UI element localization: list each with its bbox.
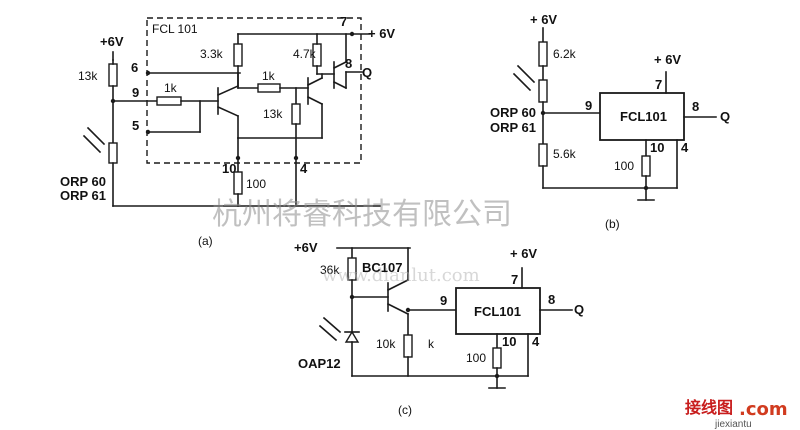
output-q-c: Q (574, 302, 584, 317)
resistor-13k-a-inner (291, 103, 301, 125)
circuit-c: +6V 36k BC107 9 OAP12 10k k FCL101 (294, 240, 584, 417)
pin-10-a: 10 (222, 161, 236, 176)
supply-label-a-left: +6V (100, 34, 124, 49)
sensor-c: OAP12 (298, 356, 341, 371)
supply-label-a-right: + 6V (368, 26, 395, 41)
pin-9-a: 9 (132, 85, 139, 100)
resistor-5-6k-b (538, 143, 548, 167)
ic-label-c: FCL101 (474, 304, 521, 319)
sensor-b-2: ORP 61 (490, 120, 536, 135)
pin-9-b: 9 (585, 98, 592, 113)
label-10k-c: 10k (376, 337, 396, 351)
light-arrow-a2 (82, 134, 102, 154)
ic-fcl101-b (599, 92, 685, 141)
pin-8-a: 8 (345, 56, 352, 71)
label-3-3k-a: 3.3k (200, 47, 224, 61)
supply-label-b-top: + 6V (530, 12, 557, 27)
phototransistor-b (538, 79, 548, 103)
label-1k-a-mid: 1k (262, 69, 276, 83)
ic-label-a: FCL 101 (152, 22, 198, 36)
pin-4-c: 4 (532, 334, 540, 349)
resistor-6-2k-b (538, 41, 548, 67)
label-100-c: 100 (466, 351, 486, 365)
caption-a: (a) (198, 234, 213, 248)
resistor-1k-a-mid (257, 83, 281, 93)
label-36k-c: 36k (320, 263, 340, 277)
label-13k-a: 13k (78, 69, 98, 83)
watermark-url: www.dianlut.com (322, 265, 480, 286)
label-100-a: 100 (246, 177, 266, 191)
caption-b: (b) (605, 217, 620, 231)
supply-label-c-ic: + 6V (510, 246, 537, 261)
sensor-a-2: ORP 61 (60, 188, 106, 203)
pin-5-a: 5 (132, 118, 139, 133)
sensor-b-1: ORP 60 (490, 105, 536, 120)
label-13k-a-inner: 13k (263, 107, 283, 121)
phototransistor-a (108, 142, 118, 164)
pin-7-c: 7 (511, 272, 518, 287)
resistor-100-b (641, 155, 651, 177)
label-6-2k-b: 6.2k (553, 47, 577, 61)
resistor-13k-a (108, 63, 118, 87)
pin-6-a: 6 (131, 60, 138, 75)
resistor-1k-a-left (156, 96, 182, 106)
output-q-b: Q (720, 109, 730, 124)
resistor-100-c (492, 347, 502, 369)
pin-8-b: 8 (692, 99, 699, 114)
ic-label-b: FCL101 (620, 109, 667, 124)
resistor-3-3k-a (233, 43, 243, 67)
caption-c: (c) (398, 403, 412, 417)
ic-outline-a (146, 17, 362, 164)
label-k-c: k (428, 337, 435, 351)
brand-dotcom: .com (739, 399, 788, 420)
brand-logo: 接线图 .com jiexiantu (685, 398, 788, 430)
pin-4-b: 4 (681, 140, 689, 155)
pin-7-b: 7 (655, 77, 662, 92)
label-4-7k-a: 4.7k (293, 47, 317, 61)
pin-9-c: 9 (440, 293, 447, 308)
label-100-b: 100 (614, 159, 634, 173)
pin-8-c: 8 (548, 292, 555, 307)
photodiode-c (344, 330, 360, 343)
supply-label-b-ic: + 6V (654, 52, 681, 67)
label-1k-a-left: 1k (164, 81, 178, 95)
brand-site: jiexiantu (714, 419, 752, 430)
pin-10-c: 10 (502, 334, 516, 349)
resistor-10k-c (403, 334, 413, 358)
resistor-100-a (233, 171, 243, 195)
circuit-b: + 6V 6.2k 9 ORP 60 ORP 61 5.6k FCL101 8 … (490, 12, 730, 231)
light-arrow-a1 (86, 126, 106, 146)
circuit-a: FCL 101 +6V 13k ORP 60 ORP 61 9 1k 6 5 (60, 14, 395, 248)
label-5-6k-b: 5.6k (553, 147, 577, 161)
pin-10-b: 10 (650, 140, 664, 155)
supply-label-c-left: +6V (294, 240, 318, 255)
pin-7-a: 7 (340, 14, 347, 29)
pin-4-a: 4 (300, 161, 308, 176)
brand-name-cn: 接线图 (685, 398, 733, 417)
transistor-label-c: BC107 (362, 260, 402, 275)
watermark-company: 杭州将睿科技有限公司 (212, 197, 512, 232)
output-q-a: Q (362, 65, 372, 80)
sensor-a-1: ORP 60 (60, 174, 106, 189)
ic-fcl101-c (455, 287, 541, 335)
